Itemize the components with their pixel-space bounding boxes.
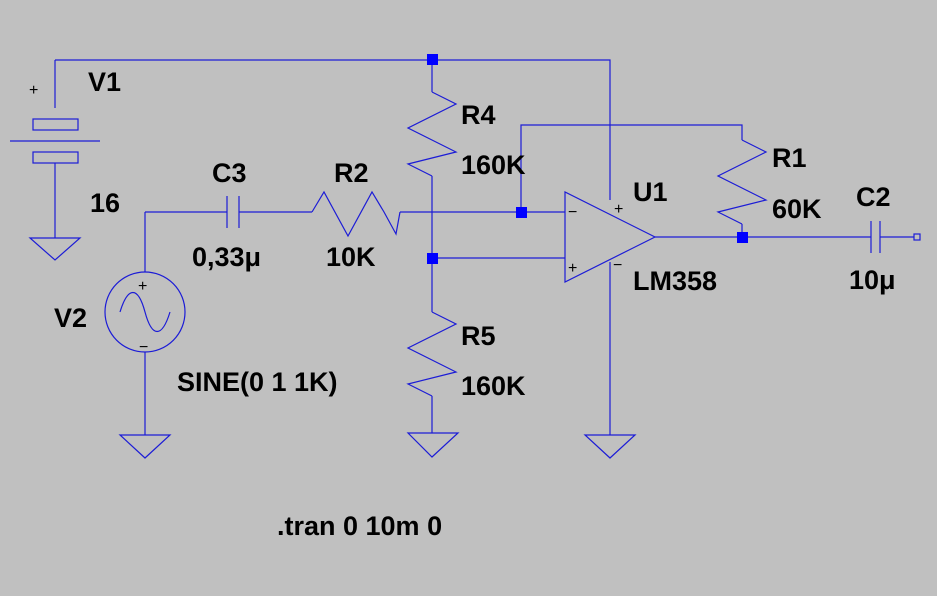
junction-output (737, 232, 748, 243)
v2-minus-sign: − (139, 339, 148, 356)
r2-value-label: 10K (326, 242, 376, 272)
u1-value-label: LM358 (633, 266, 717, 296)
u1-inverting-input-sign: − (568, 204, 577, 221)
r4-value-label: 160K (461, 150, 526, 180)
u1-name-label: U1 (633, 177, 668, 207)
r4-resistor[interactable] (406, 60, 458, 258)
r5-value-label: 160K (461, 371, 526, 401)
feedback-wire (520, 124, 743, 212)
u1-opamp[interactable] (564, 191, 657, 283)
c3-name-label: C3 (212, 158, 247, 188)
c2-capacitor[interactable] (870, 221, 921, 253)
c3-capacitor[interactable] (145, 196, 312, 228)
v1-value-label: 16 (90, 188, 120, 218)
simulation-directive[interactable]: .tran 0 10m 0 (277, 511, 442, 541)
r1-value-label: 60K (772, 194, 822, 224)
v1-plus-sign: + (29, 82, 38, 99)
v2-name-label: V2 (54, 303, 87, 333)
r5-name-label: R5 (461, 321, 496, 351)
u1-ground-symbol (583, 434, 637, 459)
v1-battery[interactable] (10, 60, 100, 261)
supply-rail-wire (55, 59, 611, 200)
r2-resistor[interactable] (311, 190, 565, 238)
r2-name-label: R2 (334, 158, 369, 188)
c3-value-label: 0,33μ (192, 242, 261, 272)
r1-resistor[interactable] (716, 139, 768, 237)
junction-supply (427, 54, 438, 65)
v2-plus-sign: + (138, 278, 147, 295)
r5-resistor[interactable] (406, 258, 460, 458)
u1-vminus-sign: − (613, 257, 622, 274)
r4-name-label: R4 (461, 100, 496, 130)
junction-bias (427, 253, 438, 264)
junction-inverting (516, 207, 527, 218)
u1-vplus-sign: + (614, 201, 623, 218)
r1-name-label: R1 (772, 143, 807, 173)
u1-noninverting-input-sign: + (568, 260, 577, 277)
c2-value-label: 10μ (849, 265, 896, 295)
v1-name-label: V1 (88, 67, 121, 97)
c2-name-label: C2 (856, 182, 891, 212)
v2-sine-source[interactable] (104, 212, 186, 459)
v2-value-label: SINE(0 1 1K) (177, 367, 338, 397)
